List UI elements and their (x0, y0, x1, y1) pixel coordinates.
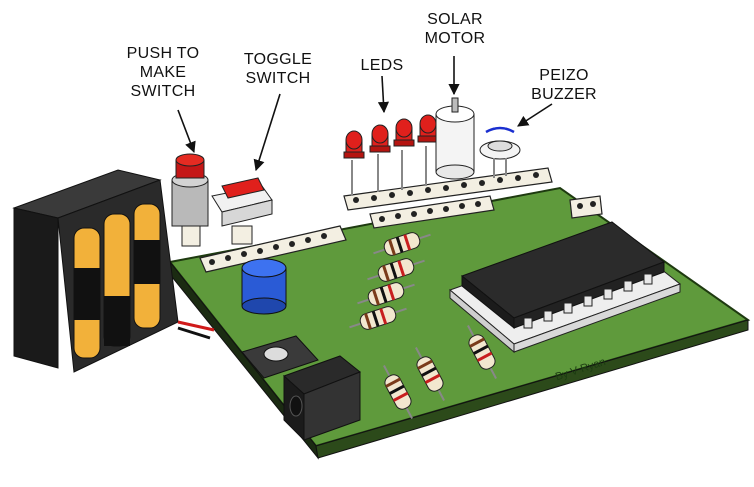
led-1 (343, 130, 365, 196)
resistor-4 (349, 306, 407, 330)
capacitor (241, 258, 287, 315)
battery-cell-2 (103, 213, 131, 347)
label-peizo-buzzer: PEIZO BUZZER (531, 67, 597, 103)
solar-motor (435, 97, 475, 180)
arrow-peizo-buzzer (517, 103, 553, 127)
led-2 (369, 124, 391, 192)
label-toggle-switch: TOGGLE SWITCH (243, 51, 313, 87)
terminal-strip-middle (369, 195, 495, 229)
led-row (343, 114, 439, 196)
toggle-switch (211, 177, 273, 245)
arrow-push-switch (177, 109, 196, 154)
terminal-strip-top (343, 167, 553, 211)
resistor-group (349, 232, 497, 419)
battery-cell-1 (73, 227, 101, 359)
led-4 (417, 114, 439, 186)
label-solar-motor: SOLAR MOTOR (424, 11, 486, 47)
resistor-7 (467, 325, 497, 379)
label-leds: LEDS (360, 57, 404, 74)
voltage-regulator (241, 335, 319, 379)
resistor-6 (415, 347, 445, 401)
arrow-toggle-switch (253, 93, 281, 172)
pcb-board (167, 186, 751, 460)
battery-holder (12, 169, 215, 373)
resistor-3 (357, 282, 415, 306)
led-3 (393, 118, 415, 190)
battery-cell-3 (133, 203, 161, 329)
terminal-strip-left (199, 225, 347, 273)
terminal-block-right (569, 195, 603, 219)
piezo-buzzer (479, 126, 521, 178)
dc-socket (283, 355, 361, 442)
ic-chip (460, 221, 666, 330)
label-push-to-make-switch: PUSH TO MAKE SWITCH (126, 45, 200, 100)
resistor-2 (367, 258, 425, 282)
label-arrows (177, 56, 553, 172)
resistor-1 (373, 232, 431, 256)
push-switch (171, 153, 209, 247)
resistor-5 (383, 365, 413, 419)
arrow-leds (377, 75, 390, 114)
